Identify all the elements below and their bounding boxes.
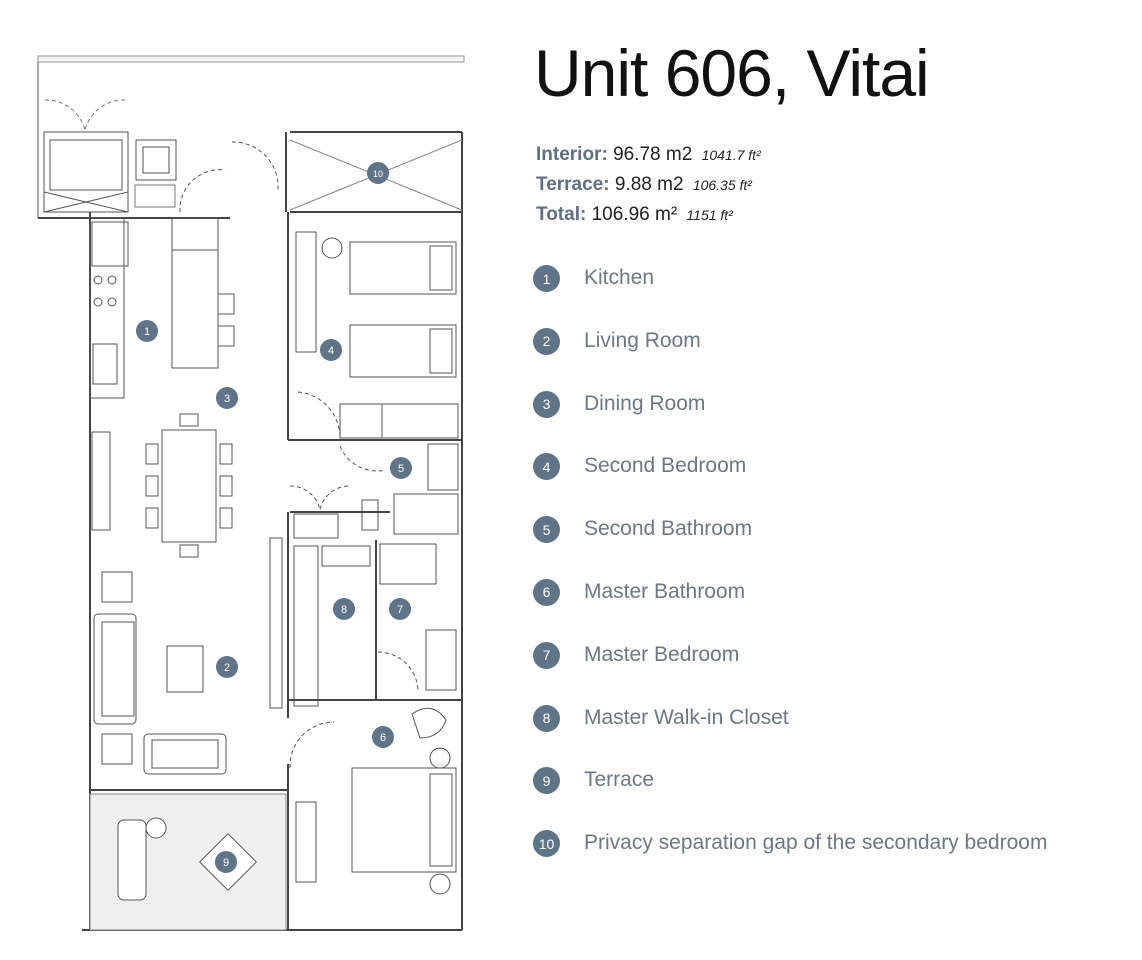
plan-marker-5: 5 [390,457,412,479]
master-bed [351,767,457,873]
area-summary: Interior: 96.78 m2 1041.7 ft² Terrace: 9… [536,140,761,230]
legend-label: Master Bedroom [584,642,740,666]
plan-marker-7-label: 7 [397,604,403,616]
plan-marker-10-label: 10 [373,169,383,179]
legend-number-badge: 4 [533,453,560,481]
washer [135,139,177,181]
legend-item: 2 Living Room [533,326,1047,389]
legend-label: Dining Room [584,391,706,415]
legend-number-badge: 1 [533,265,560,292]
area-imperial: 1151 ft² [686,207,733,223]
bathroom-2-sink [427,443,459,491]
legend-label: Privacy separation gap of the secondary … [584,831,1048,855]
plan-marker-8-label: 8 [341,604,347,616]
area-label: Interior: [536,144,608,165]
legend-item: 6 Master Bathroom [533,577,1047,640]
kitchen-island [171,217,219,369]
legend-item: 1 Kitchen [533,263,1047,326]
kitchen-sink [92,343,118,385]
dining-table [161,429,217,543]
plan-marker-5-label: 5 [398,463,404,475]
area-metric: 9.88 m2 [614,174,684,195]
legend-label: Terrace [584,768,655,792]
kitchen-counter [89,217,125,399]
balcony-storage-inner [49,139,123,191]
plan-marker-1-label: 1 [144,326,150,338]
area-metric: 96.78 m2 [613,144,693,165]
coffee-table [166,645,204,693]
floor-plan: 1 2 3 4 5 6 7 8 9 10 [37,55,465,931]
plan-marker-2-label: 2 [224,662,230,674]
legend-item: 10 Privacy separation gap of the secondar… [533,828,1047,891]
toilet-2 [361,499,379,531]
bedroom-2-door [297,391,341,439]
plan-marker-3: 3 [216,387,238,409]
legend-item: 4 Second Bedroom [533,451,1047,514]
area-row-terrace: Terrace: 9.88 m2 106.35 ft² [536,170,761,200]
legend-label: Second Bedroom [584,454,747,478]
armchair [143,733,227,775]
plan-marker-4-label: 4 [328,345,334,357]
plan-marker-9: 9 [215,851,237,873]
plan-marker-7: 7 [389,598,411,620]
plan-marker-6: 6 [372,726,394,748]
legend-number-badge: 6 [533,578,560,606]
double-door-top [44,99,126,131]
area-row-total: Total: 106.96 m² 1151 ft² [536,200,761,230]
legend-item: 3 Dining Room [533,389,1047,452]
plan-marker-3-label: 3 [224,393,230,405]
sofa [93,613,137,725]
bed-2b [349,324,457,378]
legend-number-badge: 2 [533,327,560,355]
plan-marker-6-label: 6 [380,732,386,744]
area-label: Terrace: [536,174,610,195]
plan-marker-9-label: 9 [223,857,229,869]
legend-label: Kitchen [584,266,655,289]
legend-label: Second Bathroom [584,517,753,541]
legend-number-badge: 10 [533,830,560,858]
balcony-storage [43,131,129,213]
bed-2a [349,241,457,295]
laundry-door [179,169,226,213]
top-exterior-strip [37,55,465,63]
area-row-interior: Interior: 96.78 m2 1041.7 ft² [536,140,761,170]
area-imperial: 1041.7 ft² [701,147,761,163]
master-door [289,721,335,769]
plan-marker-10: 10 [367,162,389,184]
legend-number-badge: 9 [533,767,560,795]
plan-marker-2: 2 [216,656,238,678]
legend-item: 5 Second Bathroom [533,514,1047,577]
legend-number-badge: 7 [533,641,560,669]
legend-item: 8 Master Walk-in Closet [533,703,1047,766]
page-title: Unit 606, Vitai [534,36,930,110]
area-imperial: 106.35 ft² [692,177,752,193]
legend-label: Master Bathroom [584,579,746,603]
plan-marker-4: 4 [320,339,342,361]
area-metric: 106.96 m² [591,204,678,225]
legend-number-badge: 3 [533,390,560,418]
plan-marker-8: 8 [333,598,355,620]
plan-marker-1: 1 [136,320,158,342]
legend-item: 9 Terrace [533,765,1047,828]
closet-shelves [293,545,319,707]
legend-number-badge: 8 [533,704,560,732]
master-sink [425,629,457,691]
legend-item: 7 Master Bedroom [533,640,1047,703]
area-label: Total: [536,204,587,225]
legend-number-badge: 5 [533,516,560,544]
laundry-door-2 [231,141,279,191]
legend-label: Living Room [584,328,701,352]
legend-label: Master Walk-in Closet [584,705,789,729]
